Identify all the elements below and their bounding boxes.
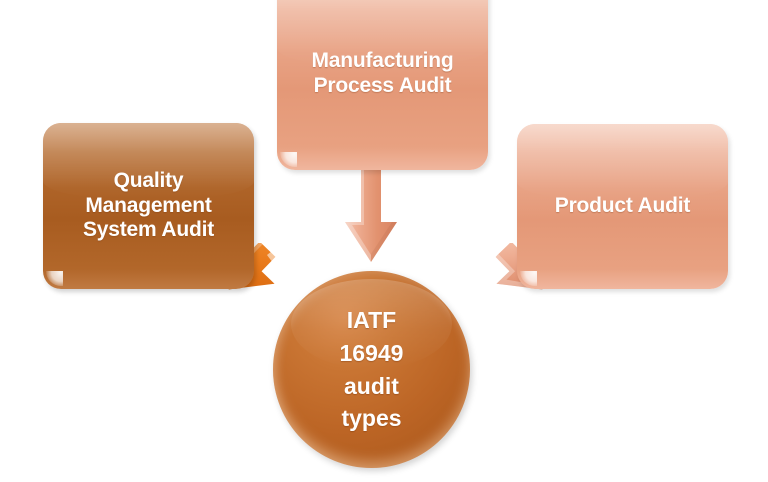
node-label-manufacturing-process-audit: Manufacturing Process Audit — [311, 49, 454, 97]
node-label-quality-management-system-audit: Quality Management System Audit — [82, 168, 214, 242]
node-box-quality-management-system-audit[interactable]: Quality Management System Audit — [43, 123, 254, 289]
center-circle-label: IATF 16949 audit types — [339, 307, 404, 432]
node-label-product-audit: Product Audit — [554, 194, 691, 218]
node-box-manufacturing-process-audit[interactable]: Manufacturing Process Audit — [277, 0, 488, 170]
node-box-product-audit[interactable]: Product Audit — [517, 124, 728, 289]
center-circle-iatf-16949-audit-types[interactable]: IATF 16949 audit types — [273, 271, 470, 468]
